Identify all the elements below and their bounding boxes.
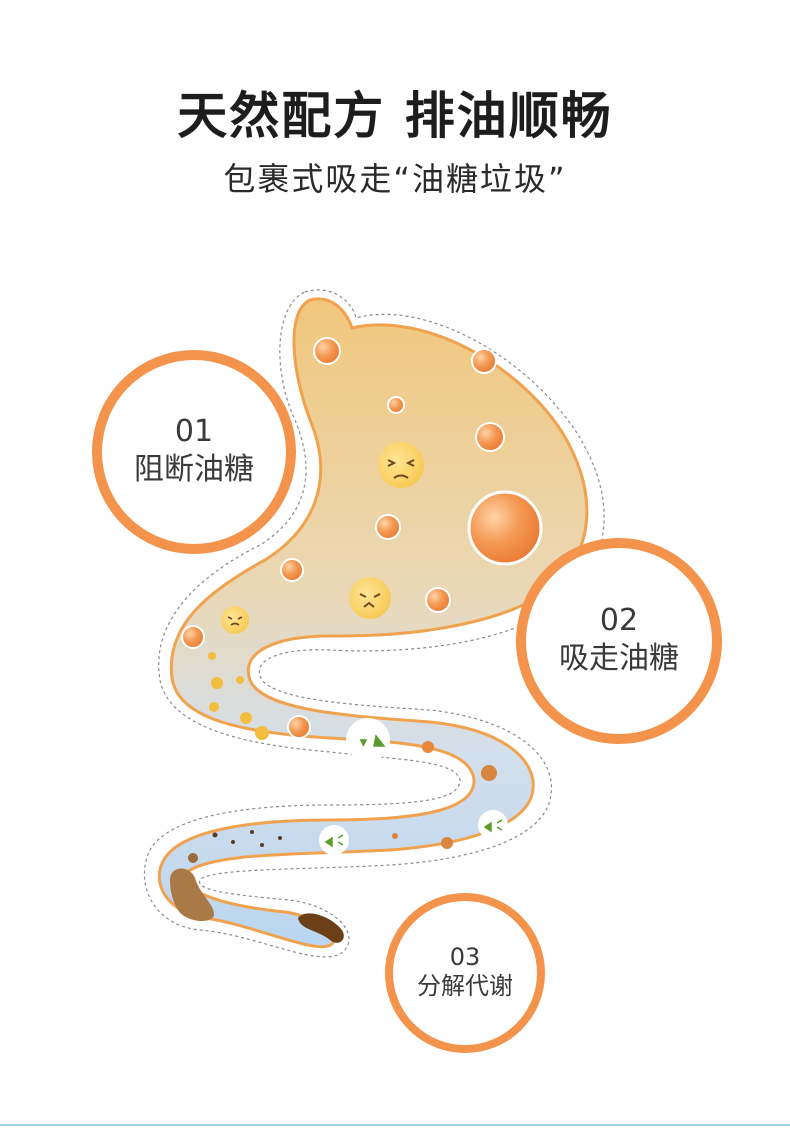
bottom-divider bbox=[0, 1124, 790, 1126]
step-number: 02 bbox=[599, 603, 639, 639]
step-label: 分解代谢 bbox=[417, 972, 513, 1001]
step-absorb-oil-sugar: 02 吸走油糖 bbox=[516, 538, 722, 744]
angry-face-icons bbox=[221, 442, 424, 634]
sugar-particle-icons bbox=[208, 652, 269, 740]
page-title: 天然配方 排油顺畅 bbox=[177, 87, 613, 145]
step-number: 03 bbox=[449, 942, 481, 971]
step-number: 01 bbox=[174, 414, 214, 450]
step-decompose-metabolize: 03 分解代谢 bbox=[385, 893, 545, 1053]
probiotic-bubble-icons bbox=[319, 718, 508, 855]
stomach-intestine-shape bbox=[157, 297, 589, 949]
step-label: 吸走油糖 bbox=[559, 640, 679, 676]
oil-drop-icons bbox=[181, 337, 543, 863]
step-block-oil-sugar: 01 阻断油糖 bbox=[92, 350, 296, 554]
waste-particle-icons bbox=[212, 830, 282, 847]
step-label: 阻断油糖 bbox=[134, 451, 254, 487]
page-subtitle: 包裹式吸走“油糖垃圾” bbox=[223, 160, 567, 198]
waste-blob-icons bbox=[170, 868, 344, 943]
